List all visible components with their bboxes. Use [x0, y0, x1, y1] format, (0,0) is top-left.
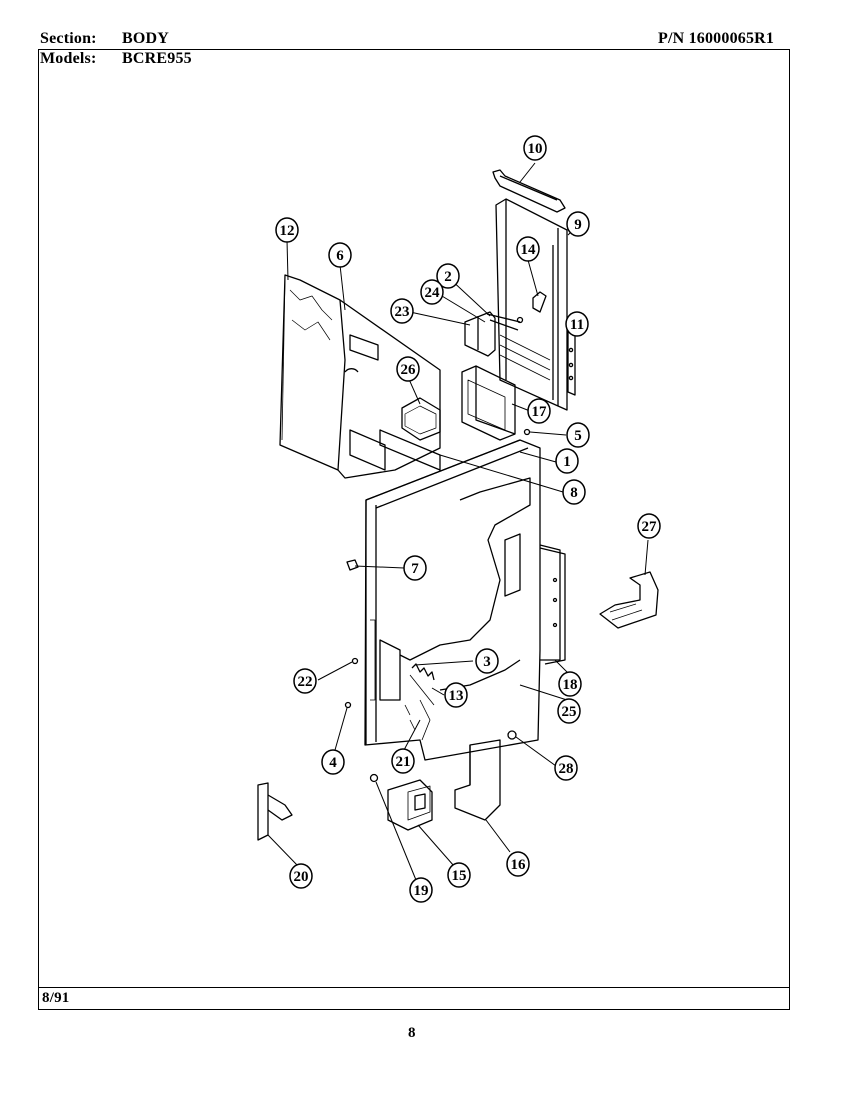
- callout-14: 14: [516, 236, 540, 262]
- part-4-screw: [344, 701, 352, 709]
- callout-label: 8: [570, 485, 578, 501]
- callout-24: 24: [420, 279, 444, 305]
- callout-label: 22: [298, 674, 313, 690]
- callout-label: 10: [528, 141, 543, 157]
- callout-label: 23: [395, 304, 410, 320]
- callout-label: 9: [574, 217, 582, 233]
- callout-27: 27: [637, 513, 661, 539]
- callout-label: 12: [280, 223, 295, 239]
- callout-label: 24: [425, 285, 441, 301]
- callout-8: 8: [562, 479, 586, 505]
- callout-label: 5: [574, 428, 582, 444]
- callout-label: 7: [411, 561, 419, 577]
- page-number: 8: [408, 1025, 416, 1041]
- callout-26: 26: [396, 356, 420, 382]
- callout-6: 6: [328, 242, 352, 268]
- part-9-control-panel: [495, 198, 568, 411]
- part-10-top-trim: [492, 169, 566, 213]
- callout-label: 19: [414, 883, 429, 899]
- part-14-clip: [532, 291, 547, 313]
- part-11-bracket: [567, 331, 576, 396]
- part-13-spring: [409, 663, 435, 706]
- callout-1: 1: [555, 448, 579, 474]
- callout-10: 10: [523, 135, 547, 161]
- callout-9: 9: [566, 211, 590, 237]
- callout-25: 25: [557, 698, 581, 724]
- callout-label: 20: [294, 869, 309, 885]
- part-27-bracket: [599, 571, 659, 629]
- callout-19: 19: [409, 877, 433, 903]
- callout-label: 15: [452, 868, 467, 884]
- callout-7: 7: [403, 555, 427, 581]
- callout-2: 2: [436, 263, 460, 289]
- callout-3: 3: [475, 648, 499, 674]
- part-15-door-switch: [387, 779, 433, 831]
- callout-12: 12: [275, 217, 299, 243]
- callout-label: 1: [563, 454, 571, 470]
- footer-divider: [38, 987, 790, 988]
- part-number: P/N 16000065R1: [658, 30, 775, 47]
- callout-label: 28: [559, 761, 574, 777]
- callout-label: 13: [449, 688, 464, 704]
- callout-label: 14: [521, 242, 537, 258]
- callout-28: 28: [554, 755, 578, 781]
- callout-21: 21: [391, 748, 415, 774]
- part-23-bracket: [464, 311, 524, 357]
- part-22-screw: [351, 657, 359, 665]
- part-17-control-box: [461, 365, 516, 441]
- callout-label: 27: [642, 519, 658, 535]
- callout-label: 26: [401, 362, 417, 378]
- callout-11: 11: [565, 311, 589, 337]
- callout-22: 22: [293, 668, 317, 694]
- callout-5: 5: [566, 422, 590, 448]
- part-12-insulation-panel: [279, 274, 346, 471]
- part-5-screw: [523, 428, 531, 436]
- callout-label: 4: [329, 755, 337, 771]
- callout-4: 4: [321, 749, 345, 775]
- section-value: BODY: [122, 30, 170, 47]
- callout-15: 15: [447, 862, 471, 888]
- section-label: Section:: [40, 30, 97, 47]
- part-18-side-bracket: [539, 547, 566, 665]
- models-value: BCRE955: [122, 50, 192, 67]
- callout-label: 3: [483, 654, 491, 670]
- callout-18: 18: [558, 671, 582, 697]
- callout-13: 13: [444, 682, 468, 708]
- part-26-relay: [349, 397, 441, 471]
- callout-20: 20: [289, 863, 313, 889]
- callout-label: 2: [444, 269, 452, 285]
- callout-label: 21: [396, 754, 411, 770]
- callout-markers: 1234567891011121314151617181920212223242…: [275, 135, 661, 903]
- callout-label: 6: [336, 248, 344, 264]
- callout-label: 17: [532, 404, 548, 420]
- callout-17: 17: [527, 398, 551, 424]
- callout-label: 11: [570, 317, 584, 333]
- callout-label: 16: [511, 857, 527, 873]
- revision-date: 8/91: [42, 990, 70, 1006]
- part-25-cabinet-front: [364, 439, 561, 761]
- callout-23: 23: [390, 298, 414, 324]
- models-label: Models:: [40, 50, 97, 67]
- part-7-screw: [346, 559, 359, 571]
- part-20-hinge: [257, 782, 293, 841]
- part-16-cover: [454, 739, 501, 821]
- diagram-frame: [38, 49, 790, 1010]
- part-19-screw: [369, 773, 379, 783]
- callout-label: 18: [563, 677, 578, 693]
- part-6-side-panel: [337, 299, 441, 479]
- callout-16: 16: [506, 851, 530, 877]
- part-28-screw: [507, 730, 517, 740]
- callout-label: 25: [562, 704, 577, 720]
